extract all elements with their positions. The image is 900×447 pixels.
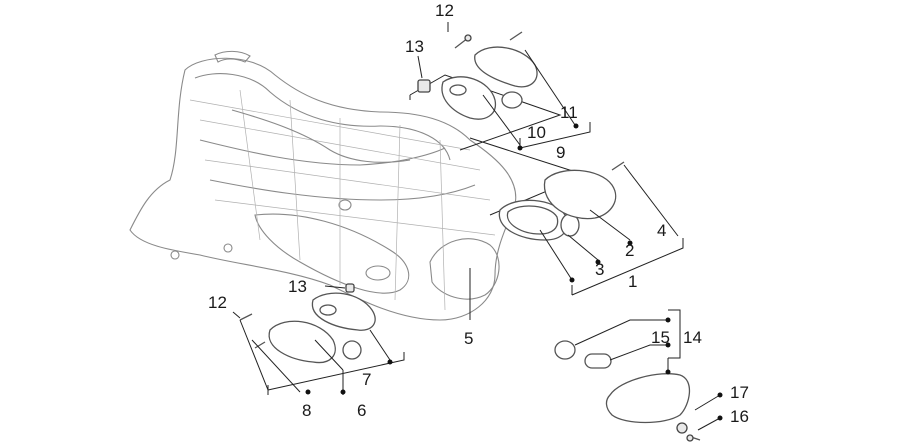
callout-7: 7 xyxy=(362,370,371,389)
housing-10-hole xyxy=(449,84,467,96)
callout-12-top: 12 xyxy=(435,1,454,20)
callout-13-left: 13 xyxy=(288,277,307,296)
callout-10: 10 xyxy=(527,123,546,142)
callout-4: 4 xyxy=(657,221,666,240)
turn-signal-left-assembly xyxy=(239,283,376,364)
callout-16: 16 xyxy=(730,407,749,426)
turn-signal-right-assembly xyxy=(498,161,625,241)
callout-2: 2 xyxy=(625,241,634,260)
callout-9: 9 xyxy=(556,143,565,162)
leader-dots xyxy=(305,123,723,421)
lens-11-screw xyxy=(509,31,523,41)
bulb-top xyxy=(501,91,523,109)
leader-lines xyxy=(232,22,721,431)
callout-14: 14 xyxy=(683,328,702,347)
front-shield-body xyxy=(129,50,517,321)
turn-signal-housing-10 xyxy=(441,76,497,120)
clip-13-top xyxy=(417,79,431,93)
callout-6: 6 xyxy=(357,401,366,420)
callout-3: 3 xyxy=(595,260,604,279)
callout-13-top: 13 xyxy=(405,37,424,56)
callout-1: 1 xyxy=(628,272,637,291)
callout-12-left: 12 xyxy=(208,293,227,312)
callout-8: 8 xyxy=(302,401,311,420)
callout-5: 5 xyxy=(464,329,473,348)
callout-11: 11 xyxy=(560,103,578,122)
screw-12-top xyxy=(454,34,472,49)
callout-labels: 12 13 10 11 9 4 2 3 1 5 13 12 7 8 6 15 1… xyxy=(208,1,749,426)
callout-17: 17 xyxy=(730,383,749,402)
callout-15: 15 xyxy=(651,328,670,347)
lens-11-top xyxy=(474,46,538,88)
license-light-assembly xyxy=(554,340,701,442)
